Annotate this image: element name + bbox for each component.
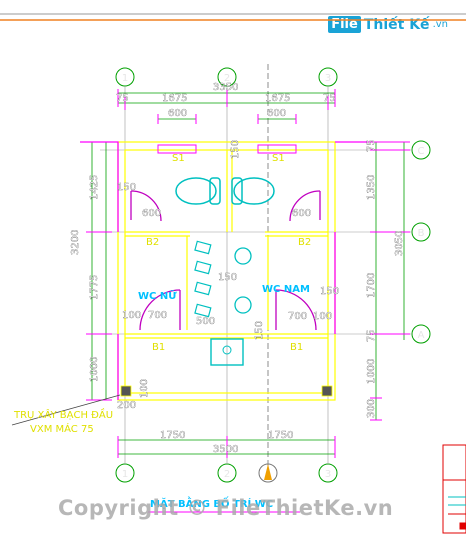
- door-upper-right: [289, 190, 321, 222]
- dim-150-mid: 150: [218, 272, 237, 283]
- dim-100-left: 100: [122, 310, 141, 321]
- door-lower-right: [275, 289, 317, 331]
- dim-3050: 3050: [394, 231, 405, 256]
- note-leader: [11, 394, 121, 426]
- dim-100-right: 100: [313, 311, 332, 322]
- dim-150-top: 150: [230, 140, 241, 159]
- dim-75-right-top: 75: [366, 139, 377, 152]
- dim-75-left: 75: [116, 93, 129, 104]
- dim-75-right-mid: 75: [366, 329, 377, 342]
- axis-c: C: [418, 146, 425, 157]
- dim-total-top: 3350: [213, 82, 238, 93]
- room-b2-right: B2: [298, 237, 311, 248]
- axis-1-bottom: 1: [122, 469, 128, 480]
- dim-150-left: 150: [117, 182, 136, 193]
- sink-male: [234, 247, 252, 314]
- dim-100-col: 100: [139, 379, 150, 398]
- axis-markers: [115, 67, 431, 483]
- dim-3200: 3200: [70, 230, 81, 255]
- room-b2-left: B2: [146, 237, 159, 248]
- dim-600-room-left: 600: [142, 208, 161, 219]
- dim-700-right: 700: [288, 311, 307, 322]
- room-b1-left: B1: [152, 342, 165, 353]
- axis-b: B: [418, 228, 425, 239]
- title-block: [442, 444, 466, 534]
- door-upper-left: [130, 190, 162, 222]
- dim-1675-right: 1675: [265, 93, 290, 104]
- dim-1425: 1425: [89, 175, 100, 200]
- room-wc-nu: WC NỮ: [138, 289, 177, 302]
- axis-1-top: 1: [122, 73, 128, 84]
- wash-basin: [210, 338, 244, 366]
- drawing-title: MẶT BẰNG BỐ TRÍ WC: [150, 495, 273, 510]
- note-line-2: VXM MÁC 75: [30, 422, 94, 435]
- dim-1000-left: 1000: [89, 357, 100, 382]
- window-right: [257, 144, 297, 154]
- room-b1-right: B1: [290, 342, 303, 353]
- urinal-row: [194, 240, 212, 318]
- dim-1000-right: 1000: [366, 359, 377, 384]
- axis-3-top: 3: [325, 73, 331, 84]
- dim-75-right: 75: [323, 93, 336, 104]
- dim-200: 200: [117, 400, 136, 411]
- dimension-lines: [91, 92, 405, 455]
- dim-3500: 3500: [213, 444, 238, 455]
- dim-1750-left: 1750: [160, 430, 185, 441]
- note-line-1: TRỤ XÂY BẠCH ĐẦU: [13, 407, 113, 421]
- room-s1-left: S1: [172, 153, 185, 164]
- dim-700-left: 700: [148, 310, 167, 321]
- dim-1350: 1350: [366, 175, 377, 200]
- axis-a: A: [418, 330, 425, 341]
- axis-3-bottom: 3: [325, 469, 331, 480]
- section-marker: [258, 463, 278, 483]
- axis-2-bottom: 2: [224, 469, 230, 480]
- watermark: Copyright © FileThietKe.vn: [58, 496, 394, 520]
- dim-1775: 1775: [89, 275, 100, 300]
- basin-drain: [222, 345, 232, 355]
- dim-150-lower: 150: [254, 321, 265, 340]
- dim-300: 300: [366, 399, 377, 418]
- room-s1-right: S1: [272, 153, 285, 164]
- window-left: [157, 144, 197, 154]
- dim-1675-left: 1675: [162, 93, 187, 104]
- dim-600-room-right: 600: [292, 208, 311, 219]
- dim-1700: 1700: [366, 273, 377, 298]
- walls: [117, 141, 336, 401]
- door-lower-left: [139, 289, 181, 331]
- dim-600-door-right: 600: [267, 108, 286, 119]
- dim-1750-right: 1750: [268, 430, 293, 441]
- dim-500: 500: [196, 316, 215, 327]
- toilet-right: [231, 177, 275, 205]
- toilet-left: [175, 177, 221, 205]
- dim-600-door-left: 600: [168, 108, 187, 119]
- column-right: [321, 385, 333, 397]
- dim-150-right: 150: [320, 286, 339, 297]
- room-wc-nam: WC NAM: [262, 284, 310, 295]
- logo-domain: .vn: [432, 19, 448, 30]
- magenta-outline: [80, 141, 370, 400]
- column-left: [120, 385, 132, 397]
- axis-2-top: 2: [224, 73, 230, 84]
